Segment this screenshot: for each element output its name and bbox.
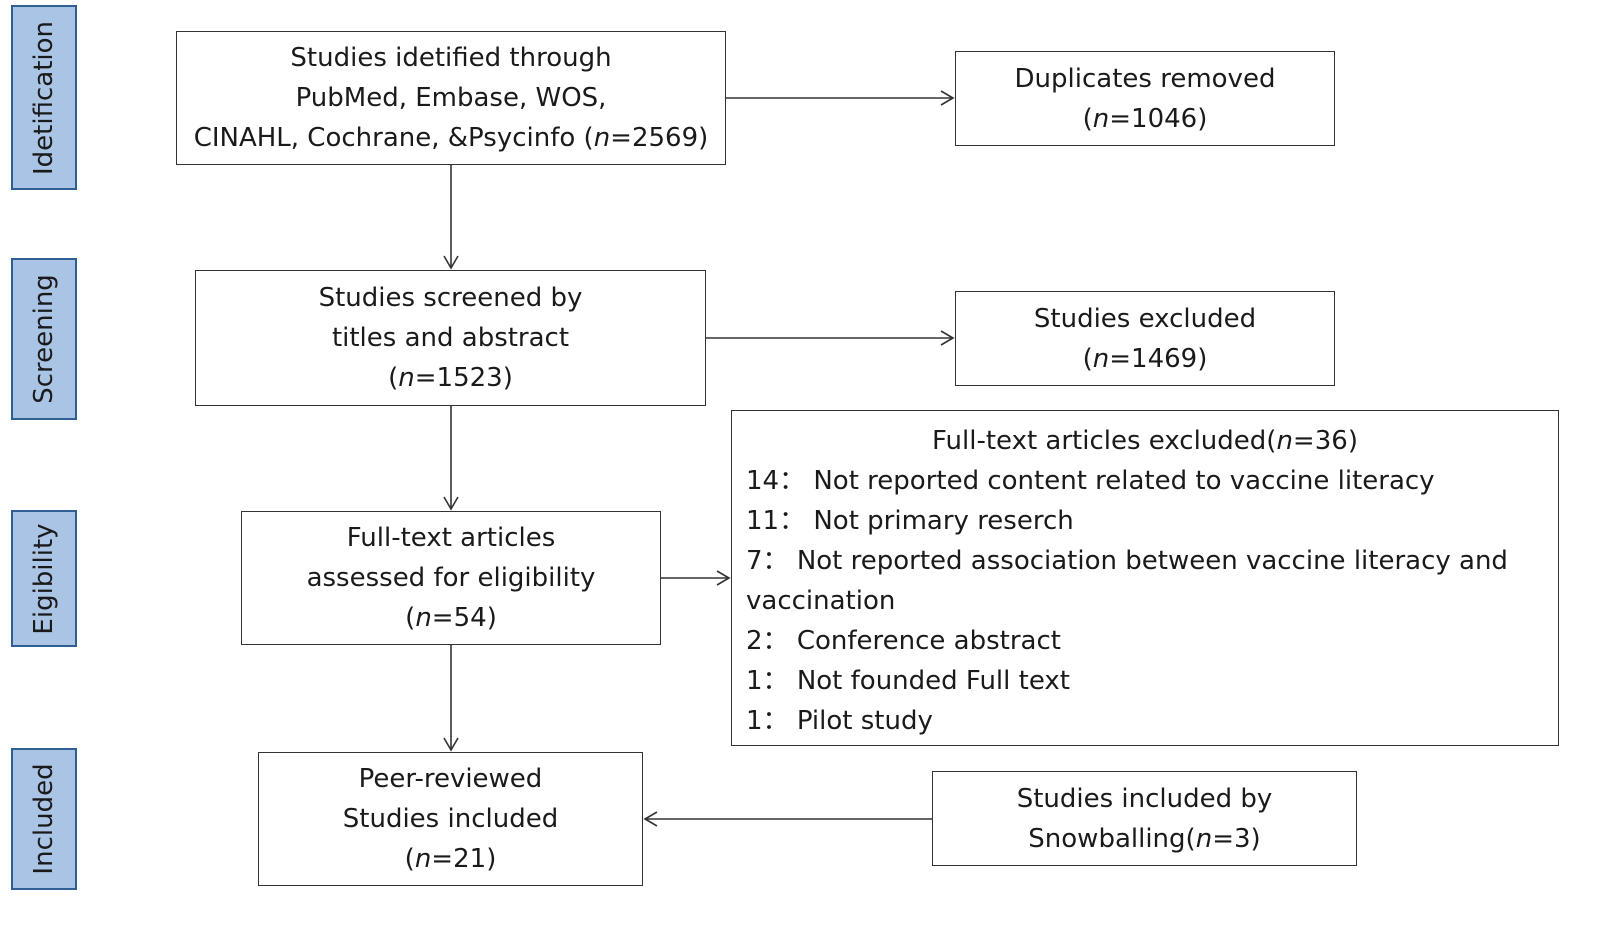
box-studies-screened: Studies screened by titles and abstract …: [195, 270, 706, 406]
exclusion-reason: 7： Not reported association between vacc…: [746, 546, 1508, 576]
exclusion-reason: 1： Pilot study: [746, 706, 933, 736]
box-studies-included: Peer-reviewed Studies included (n=21): [258, 752, 643, 886]
exclusion-reason: 1： Not founded Full text: [746, 666, 1070, 696]
fulltext-excluded-title: Full-text articles excluded(n=36): [932, 426, 1358, 456]
stage-included: Included: [11, 748, 77, 890]
exclusion-reason: 14： Not reported content related to vacc…: [746, 466, 1435, 496]
box-studies-excluded: Studies excluded (n=1469): [955, 291, 1335, 386]
box-fulltext-excluded: Full-text articles excluded(n=36) 14： No…: [731, 410, 1559, 746]
box-snowballing: Studies included by Snowballing(n=3): [932, 771, 1357, 866]
stage-eligibility: Eigibility: [11, 510, 77, 647]
box-studies-identified: Studies idetified through PubMed, Embase…: [176, 31, 726, 165]
box-fulltext-assessed: Full-text articles assessed for eligibil…: [241, 511, 661, 645]
exclusion-reason: 2： Conference abstract: [746, 626, 1061, 656]
exclusion-reason-continued: vaccination: [746, 586, 896, 616]
stage-identification: Idetification: [11, 5, 77, 190]
stage-screening: Screening: [11, 258, 77, 420]
box-duplicates-removed: Duplicates removed (n=1046): [955, 51, 1335, 146]
exclusion-reason: 11： Not primary reserch: [746, 506, 1074, 536]
